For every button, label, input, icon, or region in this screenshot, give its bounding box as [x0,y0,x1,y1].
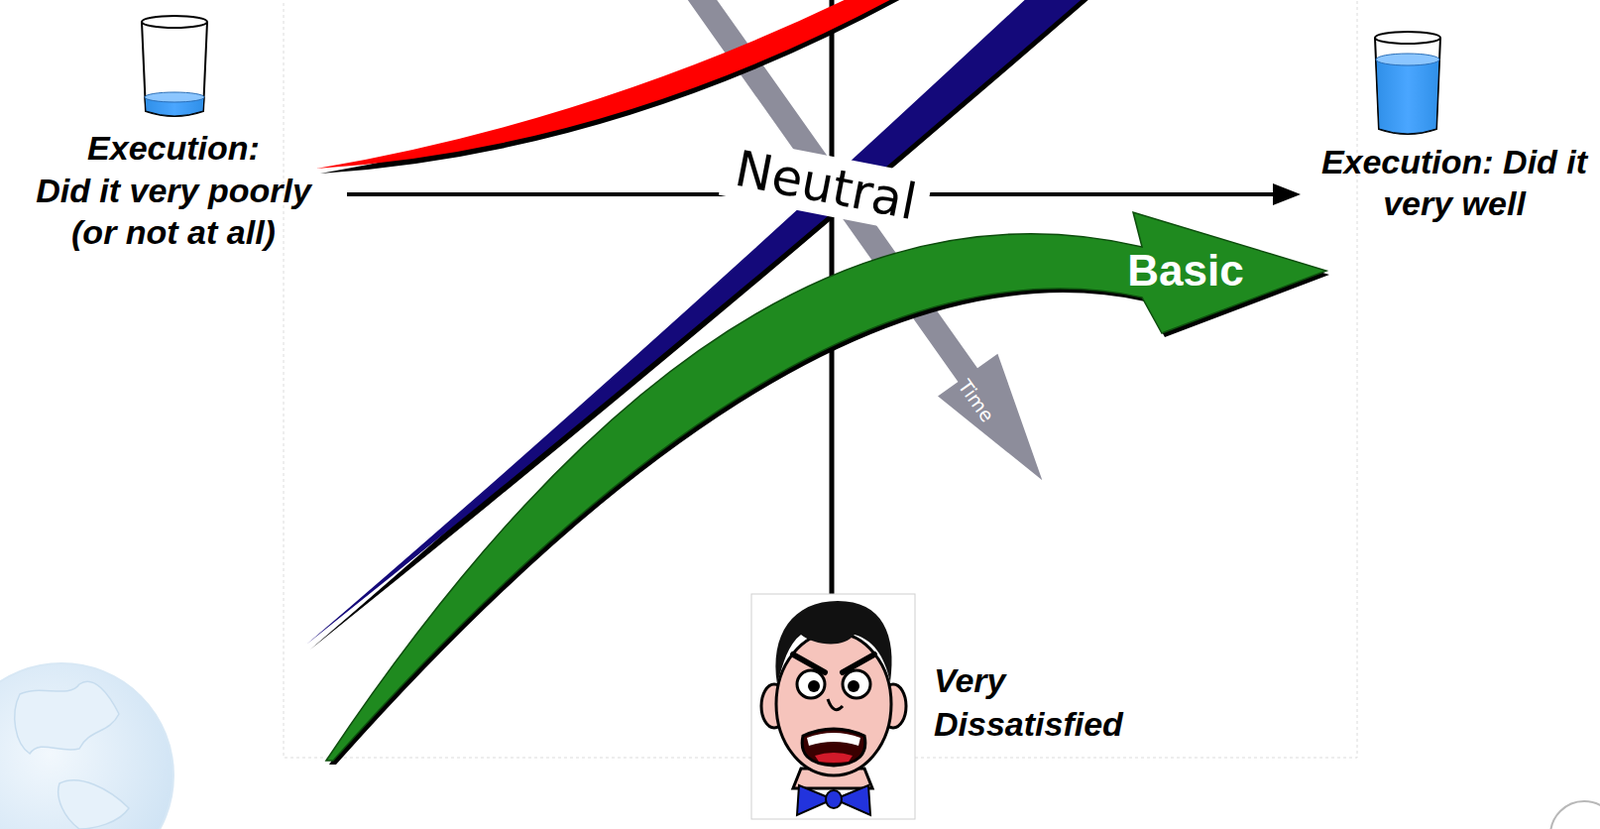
axis-end-label: Execution: [87,126,260,169]
delighter-curve [316,0,904,174]
performance-curve [306,0,1091,650]
axis-end-label: Very Dissatisfied [933,658,1124,746]
axis-arrowhead [1272,183,1301,206]
curve-label: Basic [1127,245,1244,296]
dissatisfied-face [751,593,915,819]
empty-glass-icon [141,15,208,116]
globe-decoration [0,663,174,829]
axis-end-label: Execution: Did it very well [1320,140,1589,225]
corner-decoration [1550,800,1600,829]
full-glass-icon [1374,31,1441,134]
axis-end-label: Did it very poorly (or not at all) [12,169,336,253]
